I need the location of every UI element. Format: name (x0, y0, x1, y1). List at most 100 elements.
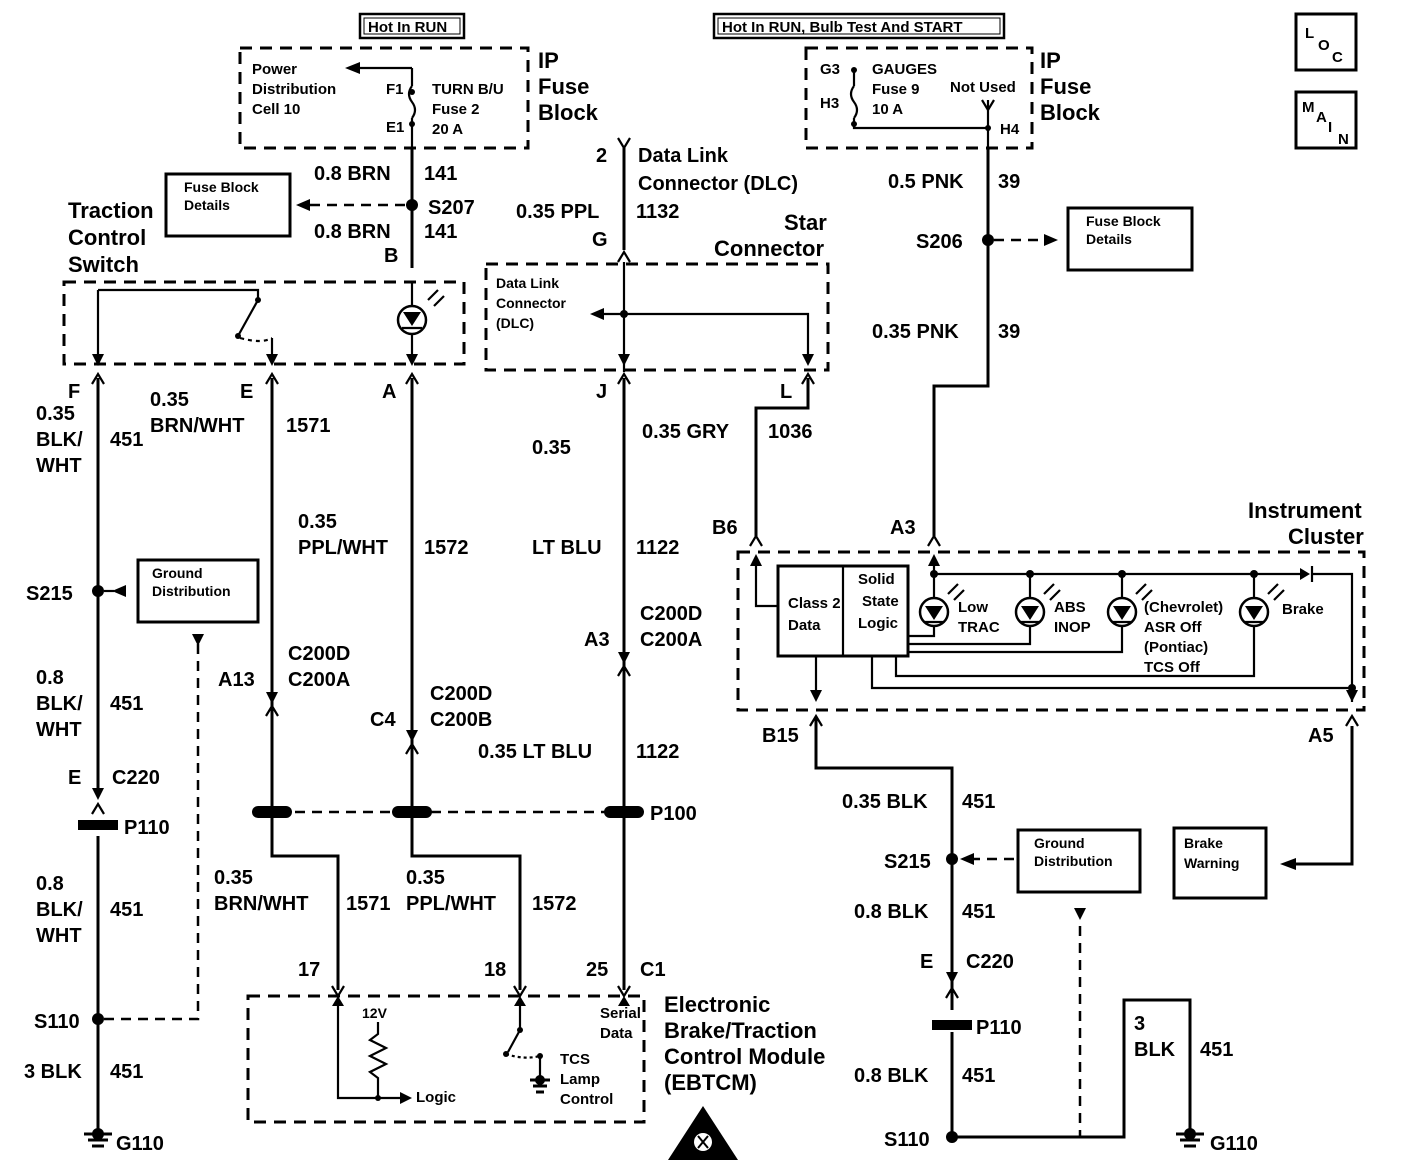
svg-text:P110: P110 (124, 817, 170, 839)
svg-text:451: 451 (110, 899, 143, 921)
svg-text:S215: S215 (884, 851, 931, 873)
svg-text:PPL/WHT: PPL/WHT (406, 893, 496, 915)
svg-text:Data: Data (788, 617, 821, 634)
svg-text:E: E (920, 951, 933, 973)
switch-output-pins: F E A J L (68, 371, 815, 403)
svg-text:WHT: WHT (36, 925, 82, 947)
svg-text:0.35 PPL: 0.35 PPL (516, 201, 599, 223)
svg-text:Fuse: Fuse (538, 74, 589, 99)
svg-text:451: 451 (1200, 1039, 1233, 1061)
svg-text:Distribution: Distribution (152, 583, 231, 599)
svg-text:0.8 BRN: 0.8 BRN (314, 221, 391, 243)
svg-text:C200D: C200D (430, 683, 492, 705)
svg-text:0.35: 0.35 (406, 867, 445, 889)
svg-text:0.35: 0.35 (298, 511, 337, 533)
svg-text:3 BLK: 3 BLK (24, 1061, 82, 1083)
svg-text:Serial: Serial (600, 1005, 641, 1022)
svg-text:Connector: Connector (714, 236, 824, 261)
svg-text:Connector: Connector (496, 295, 567, 311)
svg-text:0.35 PNK: 0.35 PNK (872, 321, 959, 343)
svg-text:A: A (1316, 109, 1327, 126)
svg-text:ASR Off: ASR Off (1144, 619, 1203, 636)
svg-text:(EBTCM): (EBTCM) (664, 1070, 757, 1095)
svg-text:0.35: 0.35 (150, 389, 189, 411)
svg-text:0.35: 0.35 (532, 437, 571, 459)
svg-text:BLK/: BLK/ (36, 899, 83, 921)
svg-text:0.35 BLK: 0.35 BLK (842, 791, 928, 813)
svg-text:C220: C220 (112, 767, 160, 789)
svg-text:451: 451 (962, 791, 995, 813)
svg-text:O: O (1318, 37, 1330, 54)
svg-text:141: 141 (424, 163, 457, 185)
svg-text:A3: A3 (584, 629, 610, 651)
svg-text:P110: P110 (976, 1017, 1022, 1039)
svg-text:39: 39 (998, 321, 1020, 343)
svg-text:Details: Details (184, 197, 230, 213)
svg-text:2: 2 (596, 145, 607, 167)
svg-text:Brake/Traction: Brake/Traction (664, 1018, 817, 1043)
brake-warning-box: Brake Warning (1172, 726, 1354, 900)
svg-text:0.35: 0.35 (214, 867, 253, 889)
svg-text:Electronic: Electronic (664, 992, 770, 1017)
svg-text:Solid: Solid (858, 571, 895, 588)
svg-text:TRAC: TRAC (958, 619, 1000, 636)
svg-text:C200D: C200D (640, 603, 702, 625)
svg-text:25: 25 (586, 959, 608, 981)
svg-text:C220: C220 (966, 951, 1014, 973)
svg-text:451: 451 (110, 429, 143, 451)
svg-text:G110: G110 (116, 1133, 164, 1155)
svg-text:G: G (592, 229, 608, 251)
svg-text:39: 39 (998, 171, 1020, 193)
svg-text:BLK/: BLK/ (36, 693, 83, 715)
svg-text:Details: Details (1086, 231, 1132, 247)
svg-text:A3: A3 (890, 517, 916, 539)
svg-text:Data: Data (600, 1025, 633, 1042)
svg-text:B6: B6 (712, 517, 738, 539)
svg-text:C200A: C200A (640, 629, 702, 651)
ebtcm-module: 12V Logic TCS Lamp Control Serial Data E… (246, 992, 825, 1124)
svg-text:Lamp: Lamp (560, 1071, 600, 1088)
svg-text:12V: 12V (362, 1005, 388, 1021)
svg-text:A5: A5 (1308, 725, 1334, 747)
svg-text:M: M (1302, 99, 1315, 116)
ip-fuse-block-left: Power Distribution Cell 10 F1 E1 TURN B/… (238, 46, 599, 150)
svg-text:0.8 BLK: 0.8 BLK (854, 901, 929, 923)
svg-text:Fuse 2: Fuse 2 (432, 101, 480, 118)
svg-text:State: State (862, 593, 899, 610)
circuit-1571-1572: 0.35 BRN/WHT 1571 0.35 PPL/WHT 1572 A13 … (150, 378, 492, 812)
svg-text:PPL/WHT: PPL/WHT (298, 537, 388, 559)
svg-text:Class 2: Class 2 (788, 595, 841, 612)
svg-text:WHT: WHT (36, 455, 82, 477)
svg-text:P100: P100 (650, 803, 697, 825)
star-connector-box: Data Link Connector (DLC) (484, 262, 830, 372)
svg-text:1571: 1571 (286, 415, 331, 437)
svg-text:Ground: Ground (152, 565, 203, 581)
svg-text:Fuse 9: Fuse 9 (872, 81, 920, 98)
svg-text:C4: C4 (370, 709, 396, 731)
svg-text:S206: S206 (916, 231, 963, 253)
svg-text:1571: 1571 (346, 893, 391, 915)
svg-text:Distribution: Distribution (1034, 853, 1113, 869)
svg-text:Control Module: Control Module (664, 1044, 825, 1069)
right-ground-column: 0.35 BLK 451 S215 0.8 BLK 451 E C220 P11… (814, 718, 1258, 1155)
svg-text:18: 18 (484, 959, 506, 981)
svg-text:A: A (382, 381, 396, 403)
svg-text:Hot In RUN, Bulb Test And STAR: Hot In RUN, Bulb Test And START (722, 19, 963, 36)
svg-text:INOP: INOP (1054, 619, 1091, 636)
svg-text:LT BLU: LT BLU (532, 537, 602, 559)
circuit-1122: 0.35 LT BLU 1122 A3 C200D C200A 0.35 LT … (478, 378, 702, 812)
svg-text:Instrument: Instrument (1248, 498, 1362, 523)
svg-text:E1: E1 (386, 119, 404, 136)
svg-text:ABS: ABS (1054, 599, 1086, 616)
svg-text:0.35 LT BLU: 0.35 LT BLU (478, 741, 592, 763)
circuit-1036: 0.35 GRY 1036 (642, 378, 813, 536)
svg-text:3: 3 (1134, 1013, 1145, 1035)
svg-text:C1: C1 (640, 959, 666, 981)
svg-text:1572: 1572 (532, 893, 577, 915)
traction-control-switch: Traction Control Switch (62, 198, 466, 366)
svg-text:TCS Off: TCS Off (1144, 659, 1201, 676)
svg-text:B15: B15 (762, 725, 799, 747)
svg-text:G3: G3 (820, 61, 840, 78)
svg-text:1132: 1132 (636, 201, 679, 223)
